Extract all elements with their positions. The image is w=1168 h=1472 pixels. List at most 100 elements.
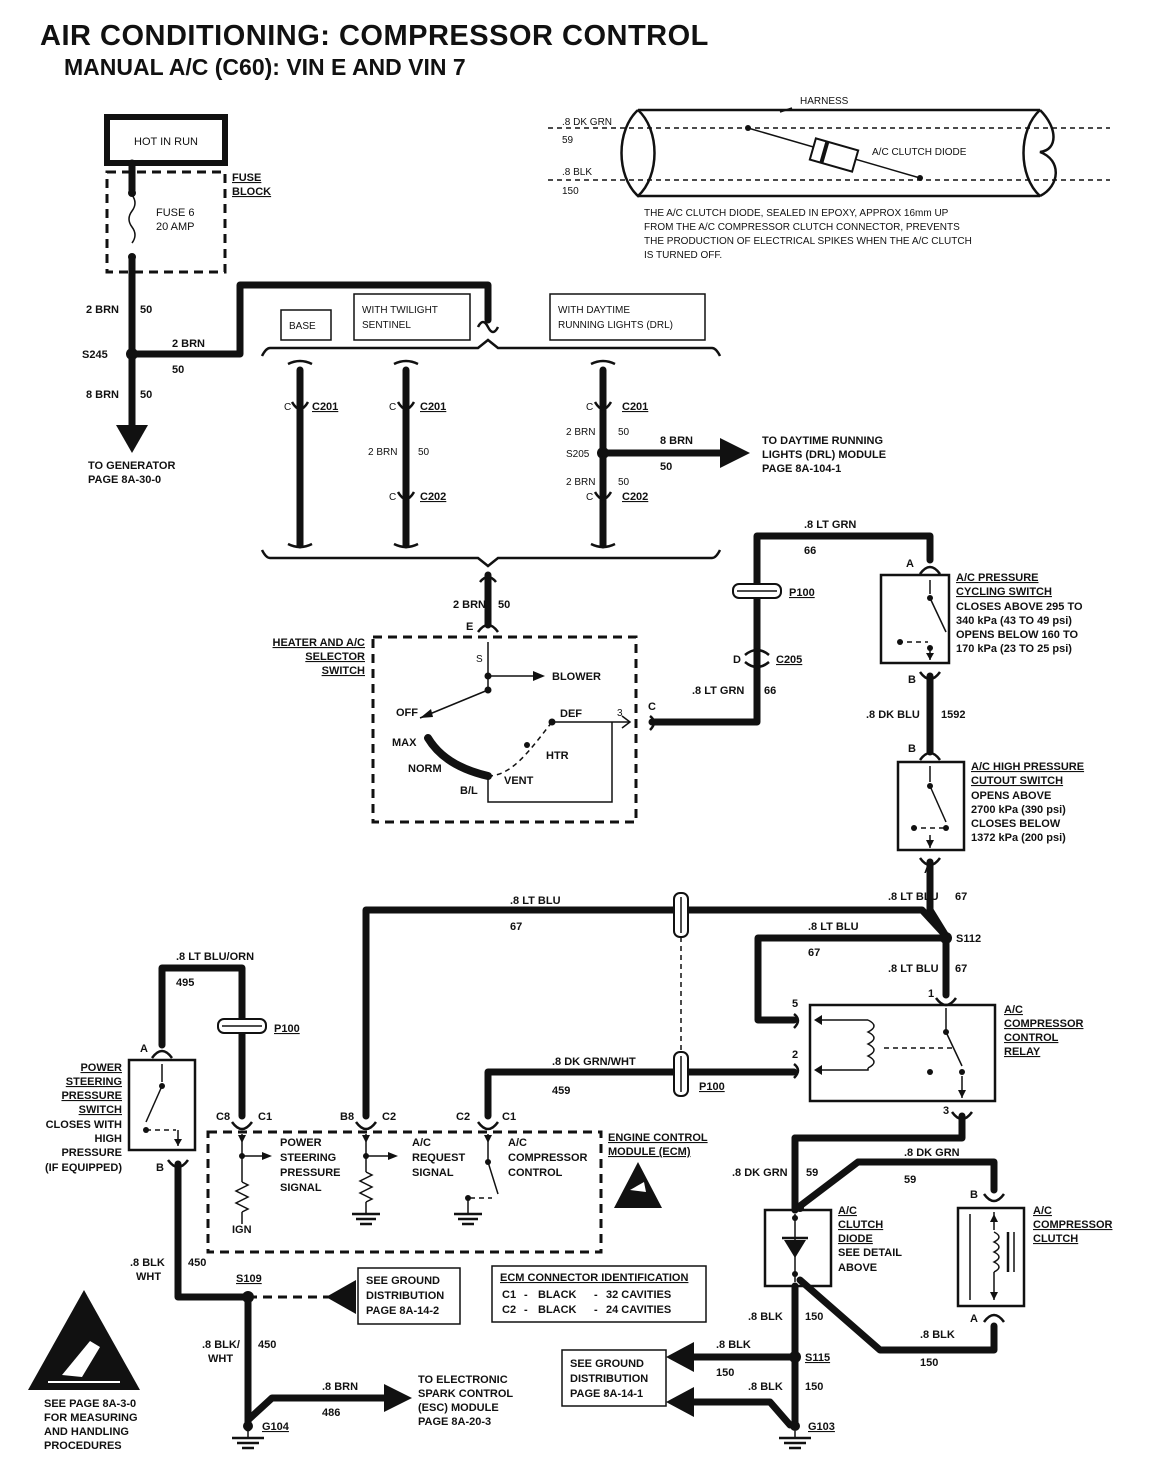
ecm-conn-cell: 24 CAVITIES [606,1304,671,1316]
esd-note: SEE PAGE 8A-3-0 [44,1398,136,1410]
pin-label: C [648,701,656,713]
connector-cavity: C [586,492,593,503]
clutch-diode-label: CLUTCH [838,1219,883,1231]
ecm-pin-label: B8 [340,1111,354,1123]
ground-g104-label: G104 [262,1421,290,1433]
wire-number: 150 [562,186,579,197]
wire-label: .8 DK GRN/WHT [552,1056,636,1068]
ecm-conn-cell: BLACK [538,1304,577,1316]
wire-label: .8 BLK/ [202,1339,240,1351]
selector-htr-label: HTR [546,750,569,762]
wire-number: 59 [904,1174,916,1186]
lt-blu-relay-wire [754,934,950,1024]
clutch-label: CLUTCH [1033,1233,1078,1245]
ps-switch-label: PRESSURE [61,1090,122,1102]
see-ground-arrow-icon [666,1342,694,1372]
ecm-control-label: COMPRESSOR [508,1152,588,1164]
esd-handling-icon [28,1290,140,1390]
ecm-conn-cell: - [594,1289,598,1301]
cycling-switch-desc: OPENS BELOW 160 TO [956,629,1078,641]
ecm-ps-signal-label: STEERING [280,1152,336,1164]
wire-label: 8 BRN [660,435,693,447]
wire-label: .8 LT BLU [808,921,859,933]
ps-switch-label: STEERING [66,1076,122,1088]
option-drl-label: RUNNING LIGHTS (DRL) [558,320,673,331]
selector-label: HEATER AND A/C [273,637,366,649]
cycling-switch-desc: CLOSES ABOVE 295 TO [956,601,1083,613]
relay-contact [945,1031,963,1067]
ecm-ps-signal-label: SIGNAL [280,1182,322,1194]
connector-cavity: C [389,402,396,413]
ecm-ps-signal-label: PRESSURE [280,1167,341,1179]
wire-number: 67 [808,947,820,959]
ecm-conn-cell: - [524,1304,528,1316]
cycling-switch-contact [929,597,947,633]
wire-number: 150 [805,1381,823,1393]
lt-grn-selector-wire [648,656,761,726]
harness-note: THE A/C CLUTCH DIODE, SEALED IN EPOXY, A… [644,208,949,219]
connector-cavity: C [389,492,396,503]
blower-label: BLOWER [552,671,601,683]
wire-label: .8 BLK [748,1311,783,1323]
wire-number: 67 [955,891,967,903]
wire-label: .8 LT BLU/ORN [176,951,254,963]
pin-label: 5 [792,998,798,1010]
see-ground-label: PAGE 8A-14-1 [570,1388,643,1400]
dk-grn-clutch-wire [796,1158,998,1210]
connector-c201: C201 [420,401,446,413]
selector-def-label: DEF [560,708,582,720]
compressor-clutch-box [956,1206,1026,1308]
hp-cutout-label: CUTOUT SWITCH [971,775,1063,787]
wire-label: .8 BLK [716,1339,751,1351]
p100-label: P100 [699,1081,725,1093]
cycling-switch-box [879,573,951,665]
splice-label: S112 [956,933,981,945]
splice-label: S245 [82,349,108,361]
relay-label: A/C [1004,1004,1023,1016]
p100-label: P100 [274,1023,300,1035]
ecm-conn-cell: - [594,1304,598,1316]
lt-blu-ecm-wire [362,906,950,1120]
see-ground-label: DISTRIBUTION [570,1373,648,1385]
wire-number: 459 [552,1085,570,1097]
esd-note: FOR MEASURING [44,1412,138,1424]
harness-note: FROM THE A/C COMPRESSOR CLUTCH CONNECTOR… [644,222,960,233]
wire-label: .8 BLK [748,1381,783,1393]
clutch-diode-label: SEE DETAIL [838,1247,902,1259]
pin-label: A [140,1043,148,1055]
relay-label: COMPRESSOR [1004,1018,1084,1030]
selector-off-label: OFF [396,707,418,719]
splice-label: S115 [805,1352,830,1364]
clutch-diode-label: A/C [838,1205,857,1217]
ecm-pin-label: C2 [456,1111,470,1123]
esd-warning-icon [614,1162,662,1208]
wire-number: 486 [322,1407,340,1419]
ground-g103-label: G103 [808,1421,835,1433]
connector-c202: C202 [420,491,446,503]
connector-c205 [744,661,770,669]
pin-label: 2 [792,1049,798,1061]
brn-esc-wire [244,1394,392,1424]
cycling-switch-label: CYCLING SWITCH [956,586,1052,598]
connector-cavity: C [586,402,593,413]
wire-number: 67 [510,921,522,933]
wire-label: .8 BLK [920,1329,955,1341]
clutch-coil-icon [992,1231,1000,1273]
wire-label: 2 BRN [368,447,397,458]
clutch-label: A/C [1033,1205,1052,1217]
ecm-request-label: A/C [412,1137,431,1149]
harness-note: THE PRODUCTION OF ELECTRICAL SPIKES WHEN… [644,236,972,247]
wire-label: WHT [208,1353,233,1365]
ecm-conn-cell: C1 [502,1289,516,1301]
wire-label: .8 LT GRN [692,685,744,697]
ecm-connector-label: C1 [258,1111,272,1123]
wire-number: 50 [498,599,510,611]
to-drl-label: LIGHTS (DRL) MODULE [762,449,886,461]
wire-label: .8 LT BLU [510,895,561,907]
to-generator-label: PAGE 8A-30-0 [88,474,161,486]
wire-number: 59 [562,135,574,146]
ps-switch-label: SWITCH [79,1104,122,1116]
wire-number: 67 [955,963,967,975]
ecm-conn-cell: BLACK [538,1289,577,1301]
